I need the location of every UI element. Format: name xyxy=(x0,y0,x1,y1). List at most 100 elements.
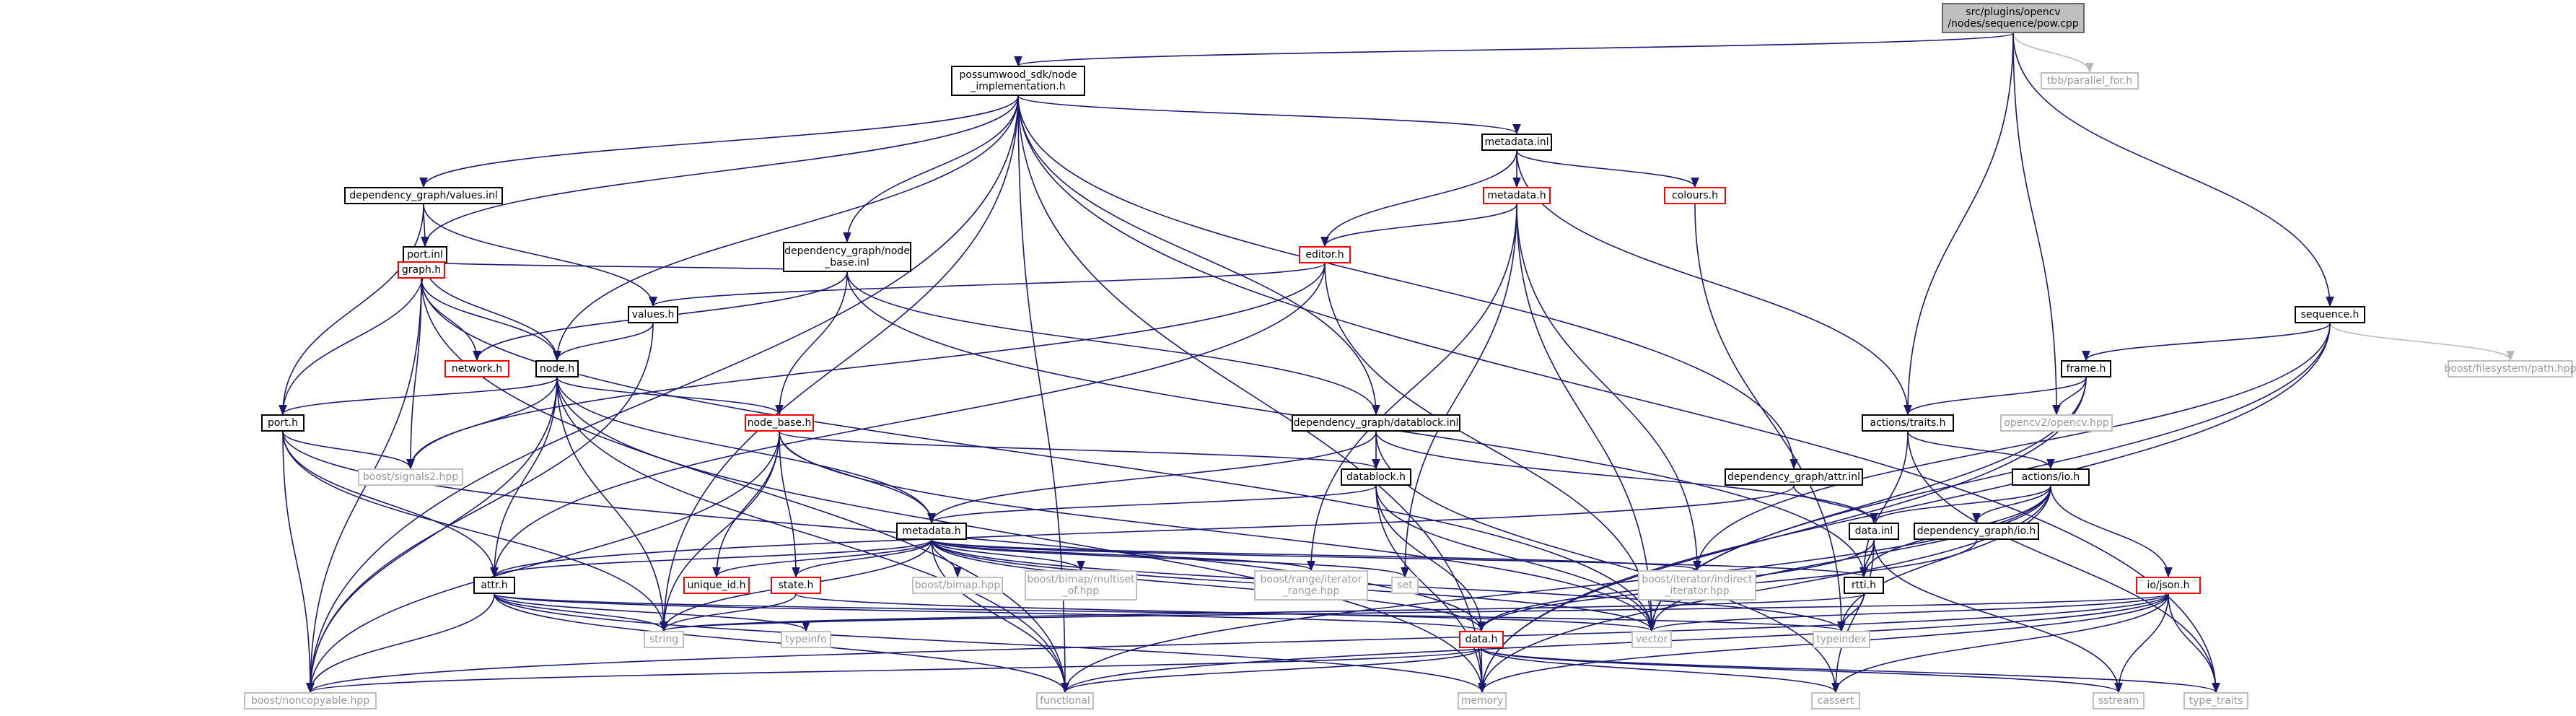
node-memory: memory xyxy=(1458,692,1507,710)
node-node-base-inl[interactable]: dependency_graph/node _base.inl xyxy=(783,242,911,272)
node-values-inl[interactable]: dependency_graph/values.inl xyxy=(344,187,503,204)
node-root: src/plugins/opencv /nodes/sequence/pow.c… xyxy=(1942,3,2085,33)
edge-node-h-to-string xyxy=(556,377,668,632)
node-rtti-h[interactable]: rtti.h xyxy=(1844,577,1884,594)
edge-metadata-h-red-to-editor-h xyxy=(1320,204,1517,248)
edge-io-h-to-json-h xyxy=(2050,485,2173,578)
edge-data-h-to-noncopyable xyxy=(306,647,1482,694)
node-attr-inl[interactable]: dependency_graph/attr.inl xyxy=(1725,468,1863,486)
edge-metadata-h-to-state-h xyxy=(792,539,932,578)
edge-attr-h-to-typeindex xyxy=(494,593,1845,632)
edge-json-h-to-noncopyable xyxy=(306,593,2169,694)
edge-values-h-to-noncopyable xyxy=(306,323,654,694)
edge-attr-h-to-typeinfo xyxy=(494,593,810,632)
node-frame-h[interactable]: frame.h xyxy=(2061,360,2111,377)
edge-io-h-to-vector xyxy=(1647,485,2051,632)
node-port-inl[interactable]: port.inl xyxy=(403,246,447,263)
edge-json-h-to-type-traits xyxy=(2168,593,2220,694)
edge-datablock-inl-to-metadata-h xyxy=(927,431,1377,524)
node-datablock-h[interactable]: datablock.h xyxy=(1341,468,1411,486)
node-values-h[interactable]: values.h xyxy=(628,306,678,323)
edge-node-h-to-functional xyxy=(556,377,1069,694)
edge-metadata-h-red-to-range-iter xyxy=(1307,204,1517,572)
node-typeinfo: typeinfo xyxy=(781,631,831,648)
node-sequence-h[interactable]: sequence.h xyxy=(2295,306,2365,323)
edge-metadata-h-to-attr-h xyxy=(490,539,932,578)
edge-metadata-inl-to-editor-h xyxy=(1320,150,1517,248)
edge-metadata-inl-to-colours-h xyxy=(1516,150,1699,188)
node-signals2: boost/signals2.hpp xyxy=(358,468,463,486)
node-colours-h[interactable]: colours.h xyxy=(1664,187,1726,204)
node-fs-path: boost/filesystem/path.hpp xyxy=(2444,360,2576,377)
edge-state-h-to-vector xyxy=(795,593,1656,632)
edge-datablock-inl-to-data-inl xyxy=(1375,431,1878,524)
node-data-h[interactable]: data.h xyxy=(1459,631,1504,648)
edge-node-h-to-metadata-h xyxy=(556,377,936,524)
edge-data-h-to-cassert xyxy=(1481,647,1840,694)
edge-json-h-to-sstream xyxy=(2114,593,2169,694)
node-graph-h[interactable]: graph.h xyxy=(398,261,445,279)
edge-sequence-h-to-fs-path xyxy=(2329,323,2515,362)
edge-io-h-to-functional xyxy=(1061,485,2051,694)
node-dg-io-h[interactable]: dependency_graph/io.h xyxy=(1914,523,2039,540)
node-port-h[interactable]: port.h xyxy=(261,414,305,432)
node-data-inl[interactable]: data.inl xyxy=(1849,523,1899,540)
edge-data-h-to-sstream xyxy=(1481,647,2123,694)
node-editor-h[interactable]: editor.h xyxy=(1299,246,1351,263)
node-metadata-h[interactable]: metadata.h xyxy=(896,523,967,540)
edge-metadata-h-to-typeindex xyxy=(931,539,1846,632)
edge-io-h-to-memory xyxy=(1478,485,2051,694)
edge-graph-h-to-node-h xyxy=(421,278,561,362)
edge-io-h-to-data-inl xyxy=(1870,485,2051,524)
edge-node-impl-to-node-base-inl xyxy=(843,95,1019,243)
edge-data-h-to-functional xyxy=(1061,647,1482,694)
edge-json-h-to-functional xyxy=(1061,593,2169,694)
edge-attr-h-to-data-h xyxy=(494,593,1486,632)
node-unique-id[interactable]: unique_id.h xyxy=(683,577,750,594)
edge-node-impl-to-memory xyxy=(1017,95,1486,694)
node-metadata-h-red[interactable]: metadata.h xyxy=(1483,187,1551,204)
node-datablock-inl[interactable]: dependency_graph/datablock.inl xyxy=(1292,414,1460,432)
edge-root-to-tbb xyxy=(2012,32,2094,74)
edge-io-h-to-dg-io-h xyxy=(1972,485,2051,524)
edge-data-inl-to-sstream xyxy=(1873,539,2123,694)
edge-node-base-h-to-state-h xyxy=(779,431,800,578)
edge-sequence-h-to-frame-h xyxy=(2082,323,2331,362)
edge-node-h-to-node-base-h xyxy=(556,377,784,416)
edge-node-impl-to-node-h xyxy=(553,95,1019,362)
edge-node-base-h-to-unique-id xyxy=(712,431,780,578)
edge-values-inl-to-values-h xyxy=(423,204,657,307)
edge-sequence-h-to-indirect-iter xyxy=(1693,323,2331,572)
edge-metadata-h-to-unique-id xyxy=(712,539,932,578)
edge-attr-h-to-string xyxy=(494,593,668,632)
edge-node-impl-to-string xyxy=(660,95,1019,632)
edge-port-inl-to-port-h xyxy=(279,263,426,416)
edge-metadata-h-to-data-h xyxy=(931,539,1486,632)
edge-port-inl-to-node-h xyxy=(424,263,561,362)
node-io-h[interactable]: actions/io.h xyxy=(2012,468,2090,486)
edge-port-h-to-noncopyable xyxy=(282,431,315,694)
node-traits-h[interactable]: actions/traits.h xyxy=(1862,414,1954,432)
edge-metadata-h-red-to-indirect-iter xyxy=(1516,204,1701,572)
edge-metadata-h-to-range-iter xyxy=(931,539,1315,572)
edge-node-base-h-to-string xyxy=(660,431,780,632)
edge-values-h-to-node-h xyxy=(553,323,654,362)
node-json-h[interactable]: io/json.h xyxy=(2136,577,2201,594)
node-node-impl[interactable]: possumwood_sdk/node _implementation.h xyxy=(951,66,1085,96)
node-node-base-h[interactable]: node_base.h xyxy=(745,414,814,432)
node-attr-h[interactable]: attr.h xyxy=(473,577,515,594)
edge-json-h-to-vector xyxy=(1647,593,2169,632)
edge-traits-h-to-type-traits xyxy=(1907,431,2220,694)
edge-node-impl-to-values-inl xyxy=(419,95,1019,188)
node-node-h[interactable]: node.h xyxy=(535,360,579,377)
edge-rtti-h-to-typeindex xyxy=(1837,593,1865,632)
node-state-h[interactable]: state.h xyxy=(771,577,821,594)
node-network-h[interactable]: network.h xyxy=(444,360,509,377)
node-indirect-iter: boost/iterator/indirect _iterator.hpp xyxy=(1638,570,1756,601)
node-metadata-inl[interactable]: metadata.inl xyxy=(1481,134,1552,151)
edge-node-impl-to-datablock-inl xyxy=(1017,95,1380,416)
edge-port-h-to-attr-h xyxy=(282,431,499,578)
edge-attr-h-to-memory xyxy=(494,593,1486,694)
edge-node-h-to-memory xyxy=(556,377,1486,694)
